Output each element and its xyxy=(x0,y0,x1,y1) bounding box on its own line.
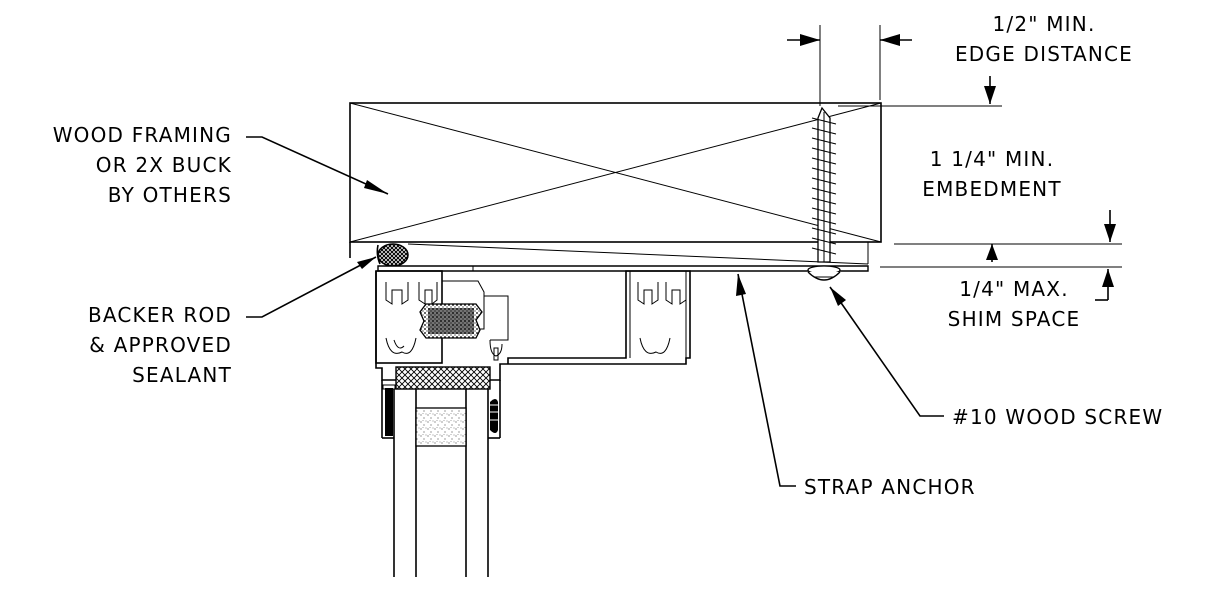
wood-screw-label: #10 WOOD SCREW xyxy=(952,405,1163,429)
embedment-line-2: EMBEDMENT xyxy=(922,177,1062,201)
shim-space-dimension xyxy=(880,244,1122,301)
strap-anchor-leader xyxy=(736,273,796,487)
backer-rod-leader xyxy=(246,256,377,318)
wood-framing-block xyxy=(349,102,882,243)
edge-distance-label: 1/2" MIN. EDGE DISTANCE xyxy=(955,12,1133,66)
glass-panes xyxy=(381,380,501,577)
wood-framing-line-2: OR 2X BUCK xyxy=(96,153,232,177)
edge-distance-dimension xyxy=(787,25,996,106)
shim-space-line-2: SHIM SPACE xyxy=(948,307,1081,331)
strap-anchor-label: STRAP ANCHOR xyxy=(804,475,976,499)
backer-rod-line-3: SEALANT xyxy=(132,363,232,387)
embedment-dimension xyxy=(838,105,1122,245)
glazing-gaskets xyxy=(382,384,498,436)
edge-distance-line-2: EDGE DISTANCE xyxy=(955,42,1133,66)
edge-distance-line-1: 1/2" MIN. xyxy=(992,12,1095,36)
embedment-line-1: 1 1/4" MIN. xyxy=(930,147,1055,171)
wood-framing-line-1: WOOD FRAMING xyxy=(53,123,232,147)
shim-space-label: 1/4" MAX. SHIM SPACE xyxy=(948,277,1081,331)
backer-rod-line-2: & APPROVED xyxy=(89,333,232,357)
strap-anchor xyxy=(377,265,869,272)
backer-rod-line-1: BACKER ROD xyxy=(88,303,232,327)
embedment-label: 1 1/4" MIN. EMBEDMENT xyxy=(922,147,1062,201)
wood-framing-line-3: BY OTHERS xyxy=(108,183,232,207)
shim-space xyxy=(349,242,869,265)
backer-rod-label: BACKER ROD & APPROVED SEALANT xyxy=(88,303,232,387)
wood-screw-leader xyxy=(829,286,944,417)
wood-framing-leader xyxy=(246,136,389,195)
wood-screw xyxy=(807,106,841,281)
thermal-break xyxy=(419,303,483,339)
shim-space-line-1: 1/4" MAX. xyxy=(959,277,1069,301)
glazing-spacer xyxy=(395,366,491,390)
wood-framing-label: WOOD FRAMING OR 2X BUCK BY OTHERS xyxy=(53,123,232,207)
backer-rod xyxy=(376,243,409,267)
